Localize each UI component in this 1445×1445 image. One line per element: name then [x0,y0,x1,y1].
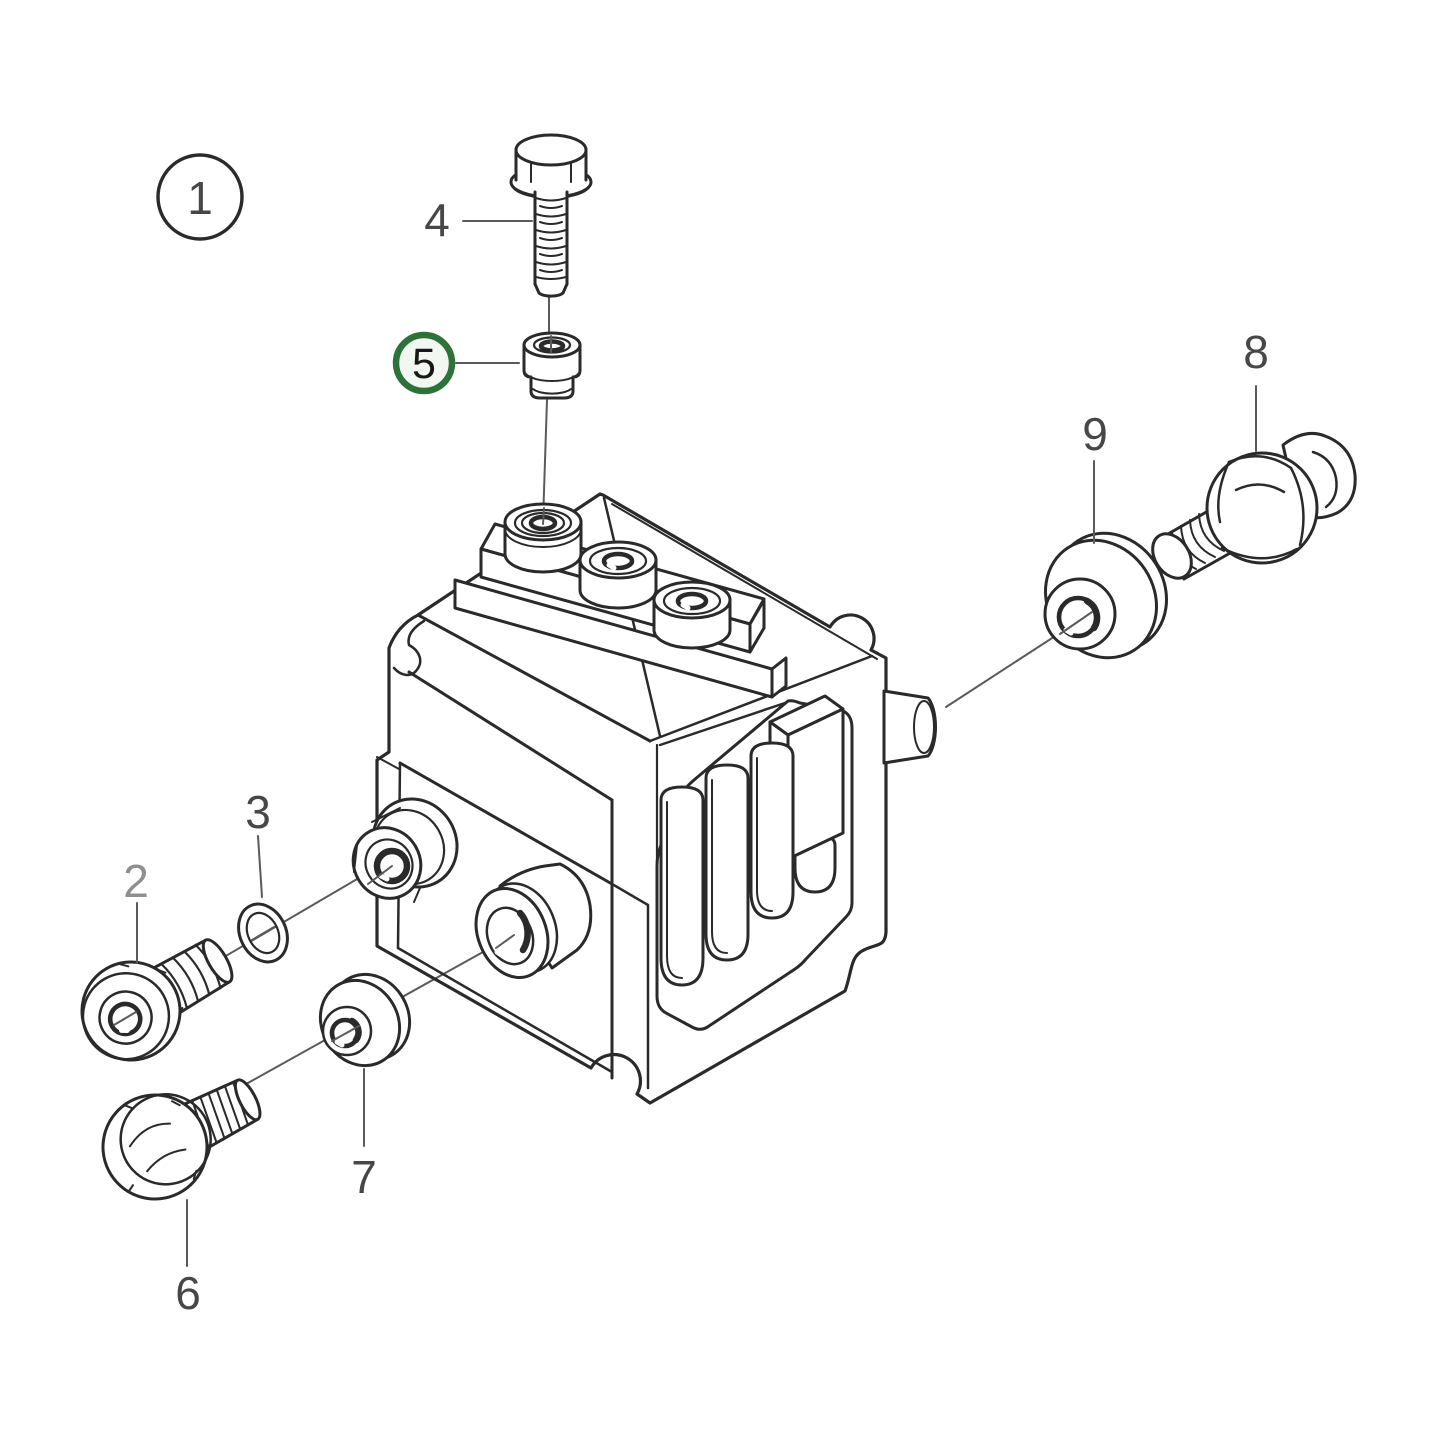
washer-7 [318,972,412,1068]
bolt4-threads [535,197,567,280]
axis-seg-hexport [367,865,393,885]
top-right-bevel [611,503,878,660]
grommet-hole-shadow [1083,597,1101,632]
cutaway-window [655,694,854,1031]
bolt6-dome-lines [128,1122,187,1173]
callout-8-number: 8 [1243,326,1269,378]
coil-tube-3-wall [756,757,773,912]
valve-block [351,492,938,1105]
callout-1: 1 [156,153,244,241]
top-face-right-edge [648,654,874,743]
callout-2-number: 2 [123,855,149,907]
callout-6-number: 6 [175,1267,201,1319]
callout-1-circle [156,153,244,241]
shelf-edge [658,700,790,747]
left-band-bottom-edge [407,670,614,802]
axis-seg-bossport [495,934,515,949]
coil-tube-3 [749,741,795,920]
axis-lines [119,295,1187,1133]
axis-line-overlays [367,507,545,949]
cap-plate-right [748,598,766,654]
grommet-9 [1043,531,1168,660]
left-step-edge [376,756,400,770]
callout-7-number: 7 [351,1151,377,1203]
callout-1-number: 1 [187,172,213,224]
bolt6-facets [123,1100,198,1193]
callout-9-number: 9 [1082,408,1108,460]
axis-seg-washer7 [331,1025,360,1042]
sleeve-bottom-arc [532,388,572,395]
bolt2-facets [119,963,184,1017]
callout-3-number: 3 [245,786,271,838]
boss-hole-shadow [516,909,531,954]
hex-port-facets [353,807,421,903]
washer-hole-shadow [348,1017,362,1044]
coil-tube-1-wall [666,801,683,979]
axis-bolt4-lower [542,399,548,523]
callouts: 1 2 3 4 5 6 7 8 9 [123,153,1269,1319]
stub-end-rim [1311,450,1338,509]
hex-facets [530,161,572,183]
banjo-bolt-2 [80,938,234,1062]
callout-5-highlight: 5 [392,331,456,395]
solenoid-cap-3 [652,580,732,650]
coil-tube-1 [659,785,705,987]
sleeve-5 [522,331,582,400]
flange-bolt-4 [509,133,593,298]
neck-right-face [770,656,788,699]
valve-block-body [375,492,888,1105]
panel-top-edge [398,761,614,886]
solenoid-cap-2 [578,540,658,610]
axis-seg-bolt2 [113,1011,137,1026]
panel-bottom-edge [396,946,614,1074]
left-face-notch [392,619,426,677]
leader-lines [136,220,1257,1267]
coil-tube-2 [704,763,750,962]
o-ring-3 [237,902,289,964]
axis-seg-oring [251,926,275,941]
boss-port [474,862,593,980]
flange-bolt-6 [101,1076,262,1201]
lower-face-edges [610,882,650,1090]
axis-seg-cap1 [542,507,545,525]
stud-8 [1151,432,1357,581]
axis-seg-grommet9 [1059,611,1093,635]
side-stub [882,689,938,765]
callout-5-number: 5 [412,340,436,388]
hex-port [351,797,459,903]
sleeve-step [523,369,581,382]
bolt4-tip [533,282,569,298]
coil-tube-2-wall [711,779,728,954]
callout-4-number: 4 [424,194,450,246]
nut-facets [1217,455,1305,560]
top-face-edge [416,613,652,743]
callout-5-ring [392,331,456,395]
leader-3 [257,835,263,898]
